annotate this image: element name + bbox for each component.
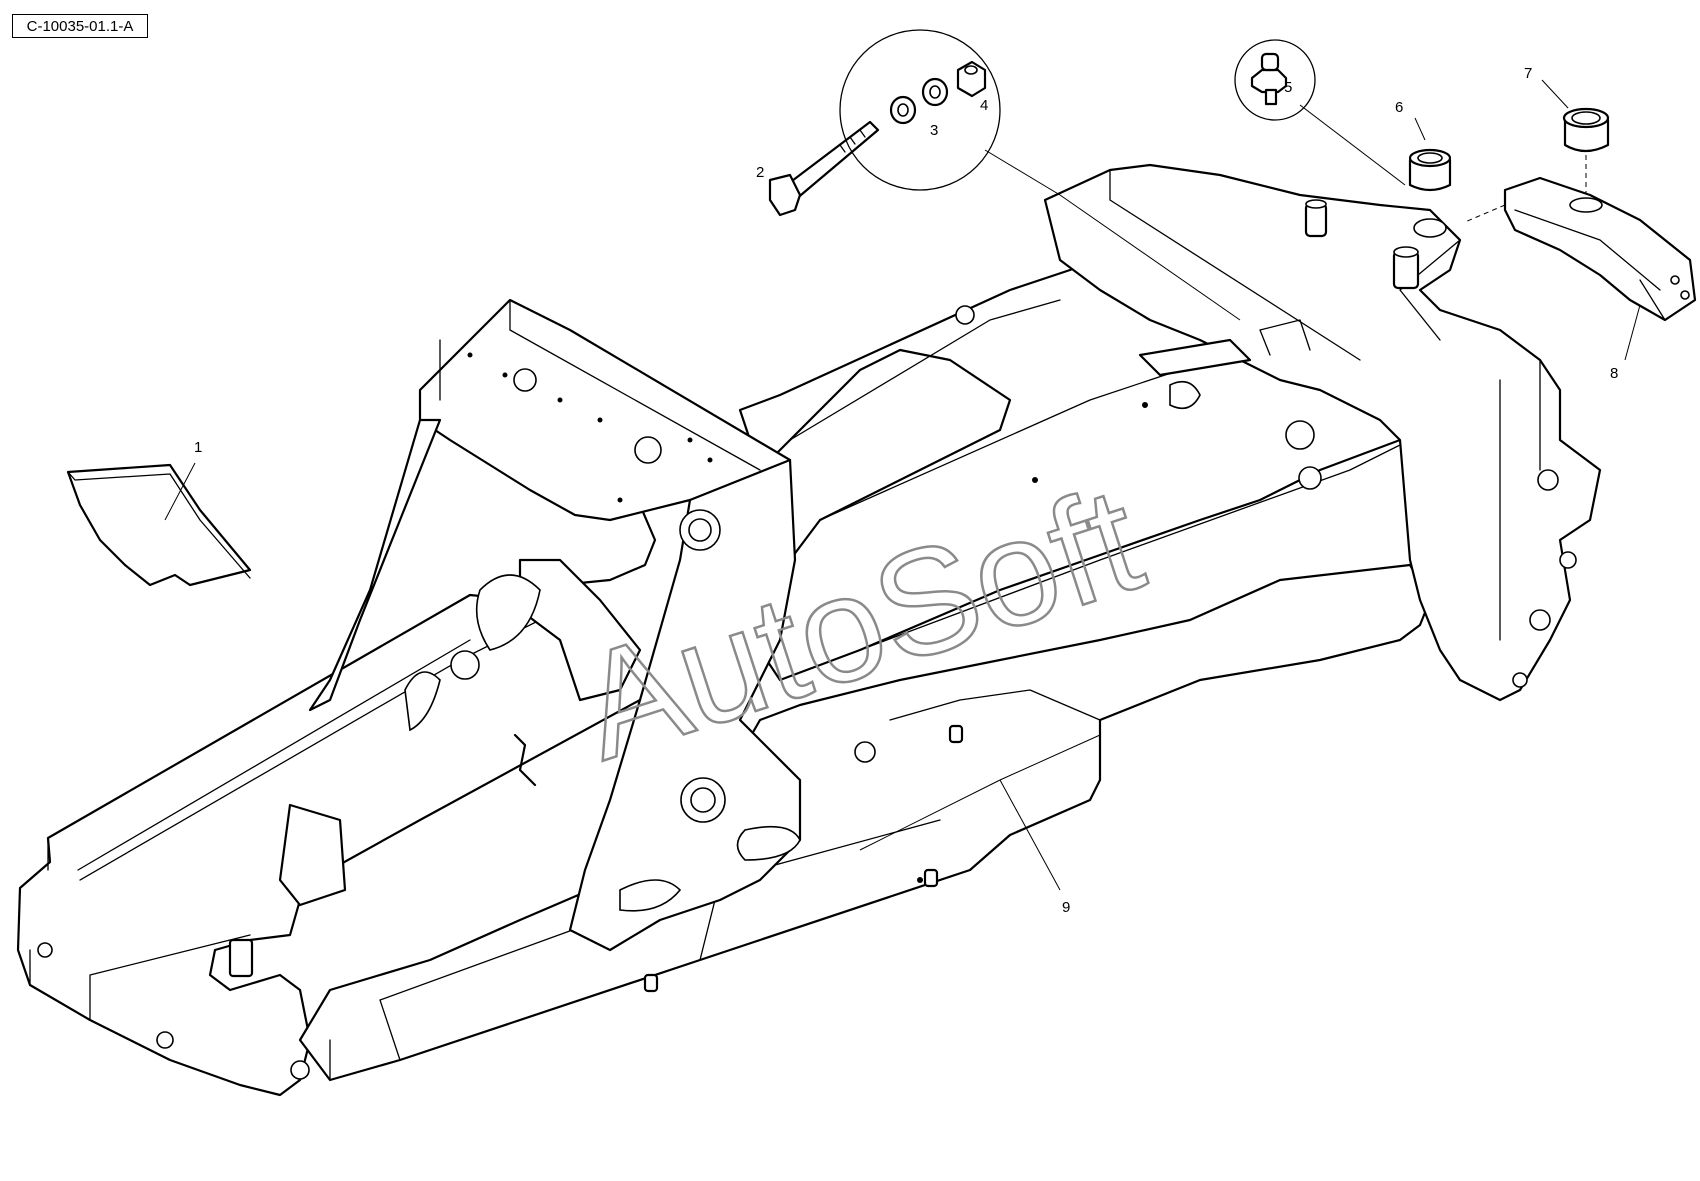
part-7-sleeve <box>1541 79 1610 200</box>
detail-circle-grease-fitting <box>1234 39 1406 186</box>
reference-code-box: C-10035-01.1-A <box>12 14 148 38</box>
callout-1: 1 <box>194 439 202 456</box>
callout-3: 3 <box>930 122 938 139</box>
callout-5: 5 <box>1284 79 1292 96</box>
part-1-wear-plate <box>66 462 252 587</box>
callout-4: 4 <box>980 97 988 114</box>
detail-circle-hardware <box>839 29 1241 321</box>
callout-9: 9 <box>1062 899 1070 916</box>
part-2-bolt <box>768 120 880 217</box>
rear-crossmember <box>1043 163 1602 702</box>
callout-2: 2 <box>756 164 764 181</box>
reference-code: C-10035-01.1-A <box>26 17 134 35</box>
part-6-bushing <box>1408 117 1452 192</box>
callout-8: 8 <box>1610 365 1618 382</box>
front-tower <box>278 298 802 952</box>
part-8-bracket <box>1464 176 1697 361</box>
part-9-leaders <box>859 734 1101 891</box>
frame-right-beam <box>298 563 1432 1082</box>
callout-7: 7 <box>1524 65 1532 82</box>
callout-6: 6 <box>1395 99 1403 116</box>
